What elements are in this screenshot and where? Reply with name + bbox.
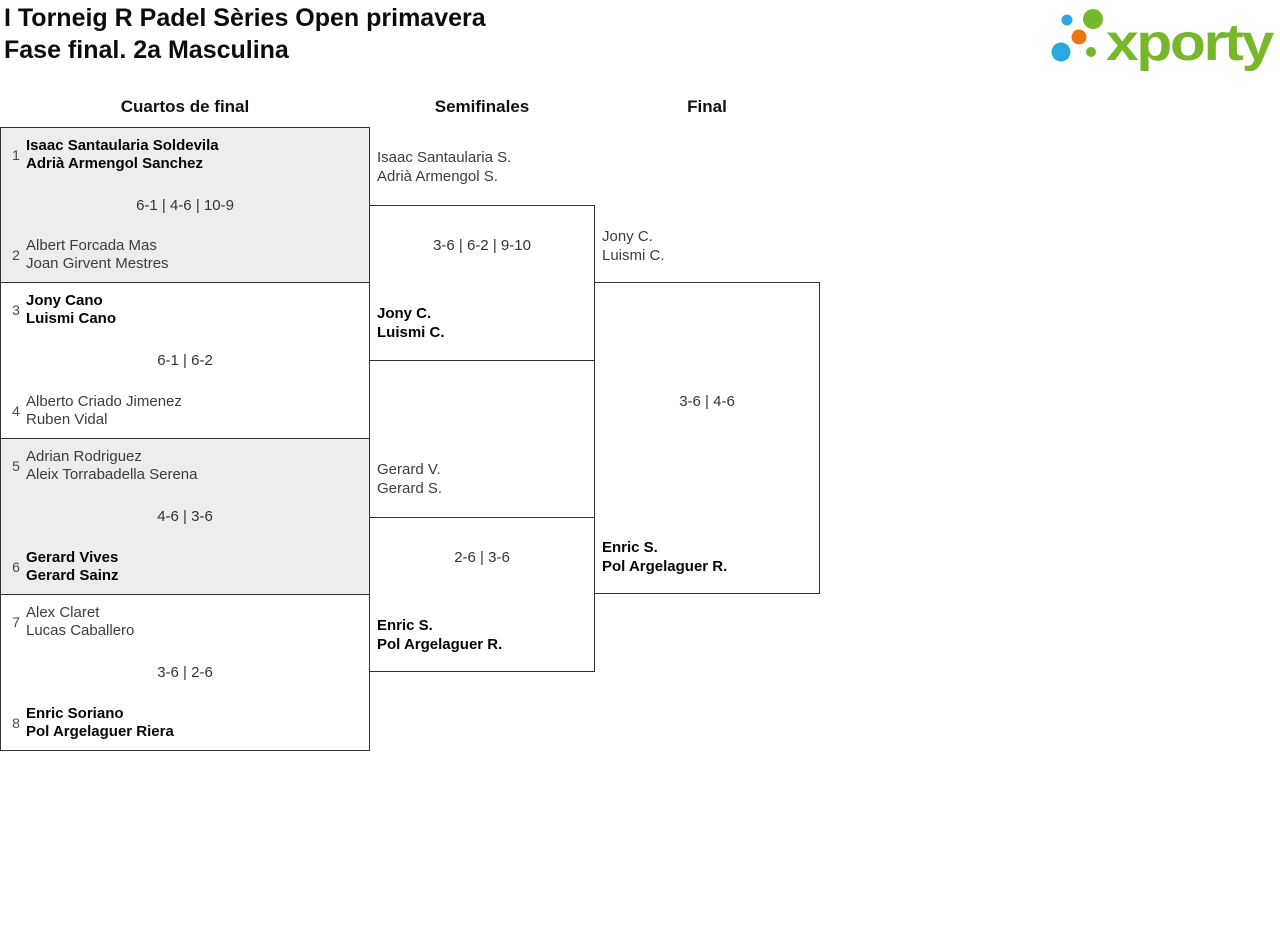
team-name: Gerard V. Gerard S.: [377, 460, 442, 498]
match-box-semifinal-1: [369, 205, 595, 361]
match-score: 6-1 | 4-6 | 10-9: [136, 197, 234, 214]
match-slot-top: 7 Alex Claret Lucas Caballero: [8, 604, 134, 640]
team-name: Jony Cano Luismi Cano: [26, 292, 116, 328]
team-name: Isaac Santaularia Soldevila Adrià Armeng…: [26, 137, 219, 173]
match-box-quarterfinal-1: 1 Isaac Santaularia Soldevila Adrià Arme…: [0, 127, 370, 283]
seed-number: 5: [12, 458, 20, 474]
player-name: Pol Argelaguer Riera: [26, 723, 174, 740]
player-name: Adrian Rodriguez: [26, 448, 142, 465]
player-name: Ruben Vidal: [26, 411, 108, 428]
match-box-quarterfinal-4: 7 Alex Claret Lucas Caballero 3-6 | 2-6 …: [0, 594, 370, 751]
player-name: Isaac Santaularia Soldevila: [26, 137, 219, 154]
match-score: 3-6 | 4-6: [679, 393, 735, 410]
match-slot-top: 1 Isaac Santaularia Soldevila Adrià Arme…: [8, 137, 219, 173]
seed-number: 7: [12, 614, 20, 630]
player-name: Joan Girvent Mestres: [26, 255, 169, 272]
player-name: Adrià Armengol Sanchez: [26, 155, 203, 172]
page-subtitle: Fase final. 2a Masculina: [4, 36, 289, 64]
player-name: Alberto Criado Jimenez: [26, 393, 182, 410]
seed-number: 4: [12, 403, 20, 419]
match-score: 2-6 | 3-6: [454, 549, 510, 566]
round-header-semifinals: Semifinales: [434, 97, 530, 116]
seed-number: 3: [12, 302, 20, 318]
match-score: 4-6 | 3-6: [157, 508, 213, 525]
match-slot-bottom: 2 Albert Forcada Mas Joan Girvent Mestre…: [8, 237, 169, 273]
seed-number: 2: [12, 247, 20, 263]
match-slot-bottom: 4 Alberto Criado Jimenez Ruben Vidal: [8, 393, 182, 429]
team-name: Jony C. Luismi C.: [602, 227, 665, 265]
team-name: Enric Soriano Pol Argelaguer Riera: [26, 705, 174, 741]
player-name: Pol Argelaguer R.: [602, 558, 728, 575]
player-name: Luismi C.: [602, 247, 665, 264]
seed-number: 8: [12, 715, 20, 731]
team-name: Enric S. Pol Argelaguer R.: [602, 538, 727, 576]
logo-dot-green-small: [1086, 47, 1096, 57]
player-name: Albert Forcada Mas: [26, 237, 157, 254]
team-name: Isaac Santaularia S. Adrià Armengol S.: [377, 148, 511, 186]
player-name: Pol Argelaguer R.: [377, 636, 503, 653]
logo-dot-blue-small: [1061, 14, 1073, 26]
team-name: Enric S. Pol Argelaguer R.: [377, 616, 502, 654]
player-name: Gerard Vives: [26, 549, 119, 566]
seed-number: 1: [12, 147, 20, 163]
match-box-quarterfinal-3: 5 Adrian Rodriguez Aleix Torrabadella Se…: [0, 438, 370, 595]
player-name: Lucas Caballero: [26, 622, 135, 639]
player-name: Enric S.: [377, 617, 433, 634]
match-score: 3-6 | 6-2 | 9-10: [433, 237, 531, 254]
page-title: I Torneig R Padel Sèries Open primavera: [4, 4, 486, 32]
team-name: Adrian Rodriguez Aleix Torrabadella Sere…: [26, 448, 198, 484]
player-name: Enric S.: [602, 539, 658, 556]
logo-wordmark: xporty: [1106, 14, 1274, 72]
match-box-final: [594, 282, 820, 594]
player-name: Enric Soriano: [26, 705, 124, 722]
player-name: Gerard V.: [377, 461, 441, 478]
player-name: Adrià Armengol S.: [377, 168, 498, 185]
xporty-logo[interactable]: xporty: [1050, 4, 1280, 76]
match-slot-top: 5 Adrian Rodriguez Aleix Torrabadella Se…: [8, 448, 198, 484]
logo-dot-orange: [1071, 29, 1087, 45]
player-name: Jony C.: [377, 305, 432, 322]
match-score: 6-1 | 6-2: [157, 352, 213, 369]
page-header: I Torneig R Padel Sèries Open primavera …: [4, 2, 486, 66]
round-header-final: Final: [687, 97, 727, 116]
player-name: Aleix Torrabadella Serena: [26, 466, 198, 483]
team-name: Jony C. Luismi C.: [377, 304, 445, 342]
player-name: Luismi C.: [377, 324, 445, 341]
player-name: Isaac Santaularia S.: [377, 149, 512, 166]
team-name: Gerard Vives Gerard Sainz: [26, 549, 119, 585]
logo-dot-blue-large: [1051, 42, 1071, 62]
match-box-quarterfinal-2: 3 Jony Cano Luismi Cano 6-1 | 6-2 4 Albe…: [0, 282, 370, 439]
match-slot-bottom: 6 Gerard Vives Gerard Sainz: [8, 549, 119, 585]
team-name: Alberto Criado Jimenez Ruben Vidal: [26, 393, 182, 429]
logo-dot-green-large: [1083, 9, 1103, 29]
match-score: 3-6 | 2-6: [157, 664, 213, 681]
team-name: Albert Forcada Mas Joan Girvent Mestres: [26, 237, 169, 273]
match-slot-top: 3 Jony Cano Luismi Cano: [8, 292, 116, 328]
player-name: Jony Cano: [26, 292, 103, 309]
round-header-quarterfinals: Cuartos de final: [120, 97, 250, 116]
match-slot-bottom: 8 Enric Soriano Pol Argelaguer Riera: [8, 705, 174, 741]
match-box-semifinal-2: [369, 517, 595, 672]
player-name: Jony C.: [602, 228, 653, 245]
player-name: Alex Claret: [26, 604, 100, 621]
seed-number: 6: [12, 559, 20, 575]
player-name: Gerard Sainz: [26, 567, 119, 584]
player-name: Gerard S.: [377, 480, 443, 497]
team-name: Alex Claret Lucas Caballero: [26, 604, 134, 640]
player-name: Luismi Cano: [26, 310, 117, 327]
